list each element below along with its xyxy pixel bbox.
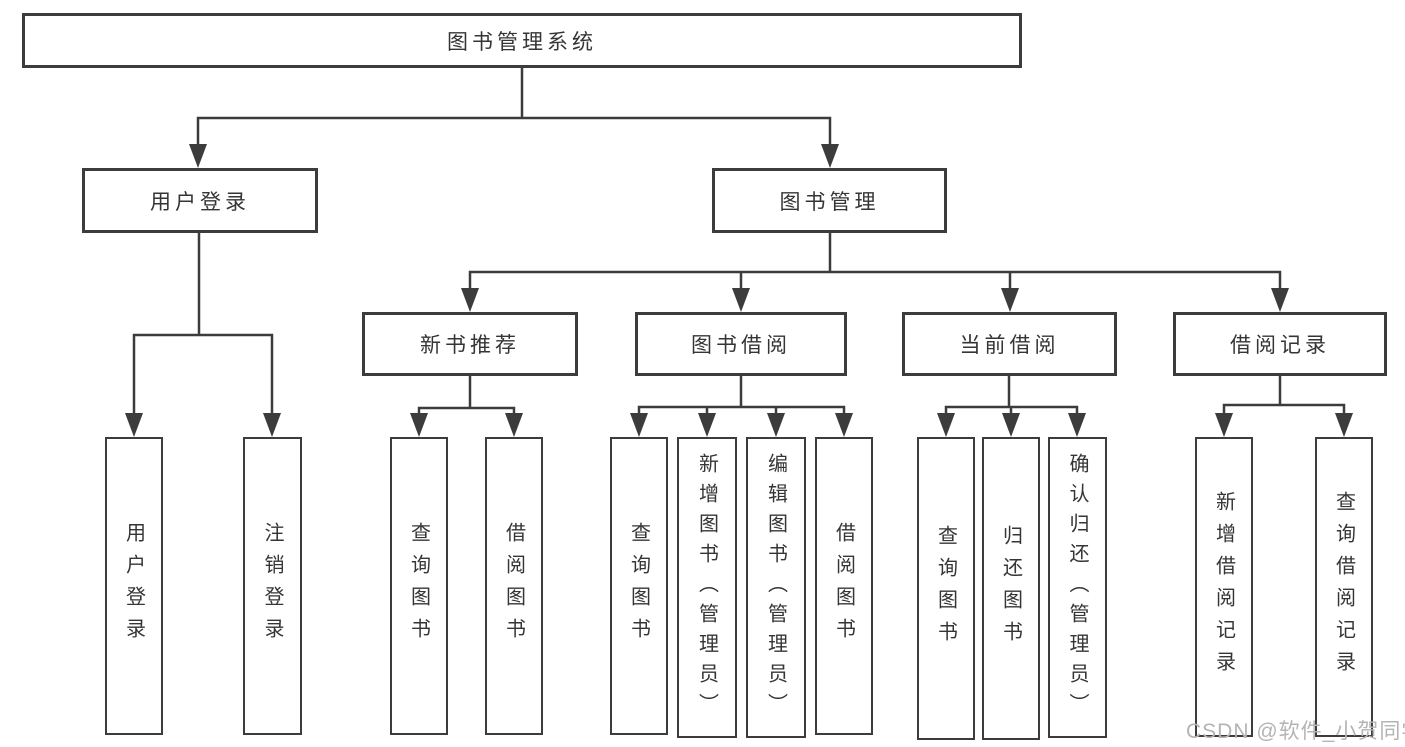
node-root: 图书管理系统 [22, 13, 1022, 68]
arrowhead [1068, 413, 1086, 437]
leaf-query-borrow-record: 查询借阅记录 [1315, 437, 1373, 737]
leaf-label: 新增借阅记录 [1212, 491, 1235, 683]
arrowhead [505, 413, 523, 437]
leaf-query-books-borrow: 查询图书 [610, 437, 668, 735]
node-label: 用户登录 [150, 190, 250, 214]
leaf-label: 确认归还（管理员） [1066, 452, 1088, 723]
node-new-book-recommend: 新书推荐 [362, 312, 578, 376]
arrowhead [1002, 413, 1020, 437]
edge-root-to-level2 [189, 68, 839, 168]
edge-book-management-children [461, 233, 1289, 312]
leaf-label: 查询图书 [407, 522, 430, 650]
arrowhead [937, 413, 955, 437]
leaf-label: 新增图书（管理员） [695, 452, 718, 723]
edge-current-children [937, 376, 1086, 437]
node-borrow-records: 借阅记录 [1173, 312, 1387, 376]
arrowhead [263, 413, 281, 437]
leaf-label: 借阅图书 [832, 522, 855, 650]
leaf-add-borrow-record: 新增借阅记录 [1195, 437, 1253, 737]
node-current-borrow: 当前借阅 [902, 312, 1117, 376]
node-label: 图书管理系统 [447, 30, 597, 54]
arrowhead [835, 413, 853, 437]
leaf-borrow-books: 借阅图书 [815, 437, 873, 735]
arrowhead [1271, 288, 1289, 312]
arrowhead [410, 413, 428, 437]
leaf-query-books-recommend: 查询图书 [390, 437, 448, 735]
node-label: 图书借阅 [691, 334, 791, 357]
csdn-watermark: CSDN @软件_小贺同学 [1186, 720, 1405, 743]
leaf-confirm-return-admin: 确认归还（管理员） [1048, 437, 1107, 738]
arrowhead [1335, 413, 1353, 437]
leaf-query-books-current: 查询图书 [917, 437, 975, 740]
edge-user-login-children [125, 233, 281, 437]
leaf-label: 借阅图书 [502, 522, 525, 650]
node-user-login: 用户登录 [82, 168, 318, 233]
arrowhead [767, 413, 785, 437]
arrowhead [189, 144, 207, 168]
edge-recommend-children [410, 376, 523, 437]
node-label: 借阅记录 [1230, 334, 1330, 357]
arrowhead [125, 413, 143, 437]
leaf-user-login: 用户登录 [105, 437, 163, 735]
leaf-add-book-admin: 新增图书（管理员） [677, 437, 737, 738]
arrowhead [630, 413, 648, 437]
arrowhead [698, 413, 716, 437]
node-book-management: 图书管理 [712, 168, 947, 233]
leaf-logout: 注销登录 [243, 437, 302, 735]
arrowhead [821, 144, 839, 168]
leaf-label: 查询借阅记录 [1332, 491, 1355, 683]
leaf-label: 归还图书 [999, 524, 1022, 653]
node-label: 当前借阅 [959, 334, 1060, 357]
arrowhead [732, 288, 750, 312]
leaf-label: 注销登录 [261, 522, 283, 650]
leaf-label: 查询图书 [934, 524, 957, 653]
node-label: 图书管理 [779, 190, 880, 214]
arrowhead [1001, 288, 1019, 312]
leaf-label: 编辑图书（管理员） [764, 452, 787, 723]
edge-records-children [1215, 376, 1353, 437]
leaf-label: 用户登录 [122, 522, 145, 650]
arrowhead [1215, 413, 1233, 437]
node-book-borrow: 图书借阅 [635, 312, 847, 376]
arrowhead [461, 288, 479, 312]
leaf-borrow-books-recommend: 借阅图书 [485, 437, 543, 735]
leaf-return-books: 归还图书 [982, 437, 1040, 740]
node-label: 新书推荐 [420, 334, 520, 357]
leaf-label: 查询图书 [627, 522, 650, 650]
leaf-edit-book-admin: 编辑图书（管理员） [746, 437, 806, 738]
edge-borrow-children [630, 376, 853, 437]
